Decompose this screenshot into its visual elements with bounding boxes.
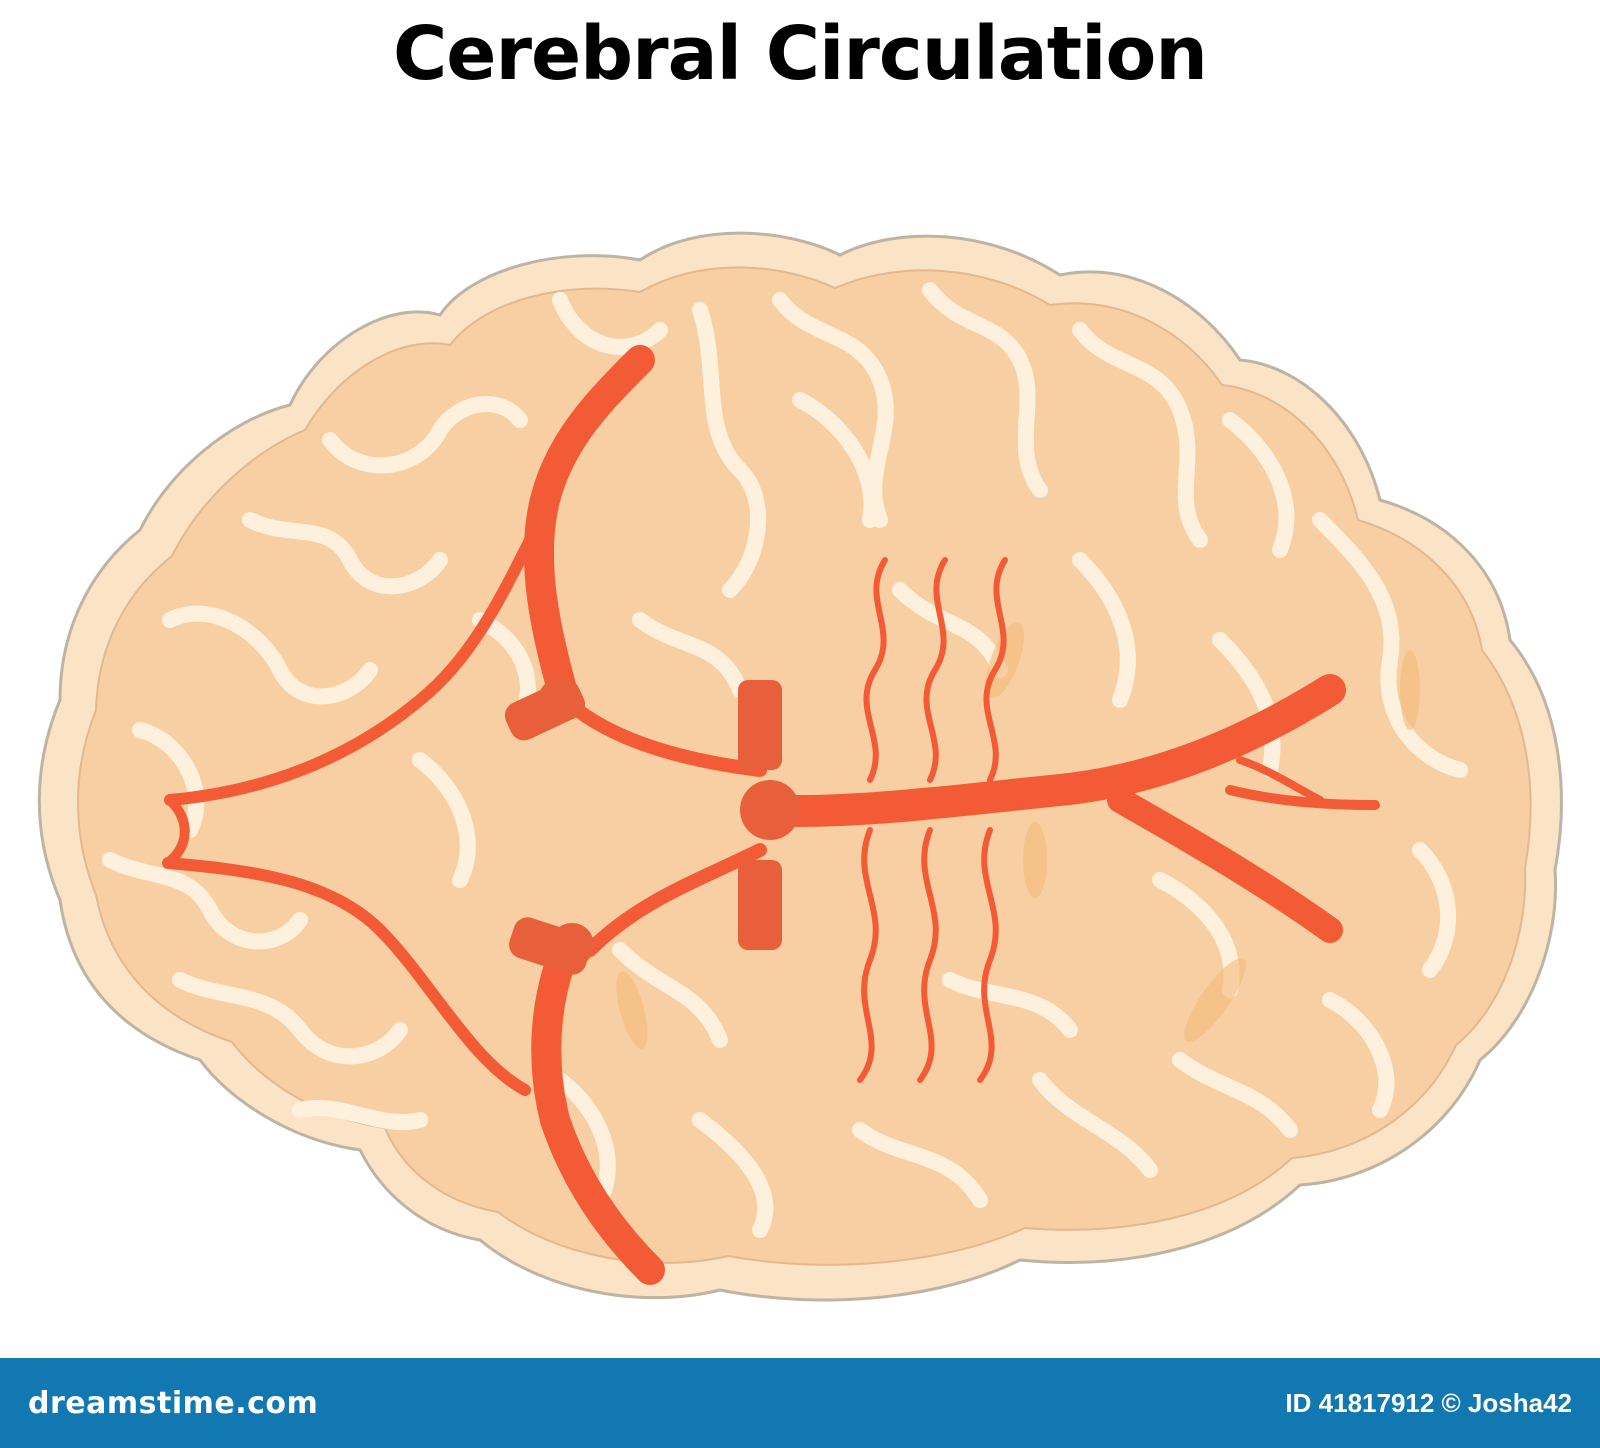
artery-junctions — [504, 678, 800, 975]
sulci — [102, 282, 1468, 1238]
upper-left-branch — [164, 534, 536, 806]
main-horizontal-trunk — [744, 674, 1346, 827]
lower-right-branch — [1107, 787, 1343, 943]
cortex-highlights — [616, 622, 1420, 1049]
lower-middle-branch — [583, 843, 767, 957]
brand-logo-text: dreamstime.com — [28, 1385, 319, 1421]
footer-bar: dreamstime.com ID 41817912 © Josha42 — [0, 1358, 1600, 1448]
center-lower-stub — [738, 860, 782, 950]
arteries — [162, 345, 1380, 1285]
lower-artery-trunk — [531, 935, 665, 1285]
brain-illustration — [37, 231, 1563, 1302]
diagram-title: Cerebral Circulation — [393, 11, 1208, 97]
cortex-surface — [77, 266, 1532, 1266]
center-upper-stub — [738, 680, 782, 770]
image-id-credit: ID 41817912 © Josha42 — [1285, 1387, 1572, 1418]
lower-left-branch — [162, 857, 531, 1096]
upper-middle-branch — [558, 693, 767, 777]
upper-artery-trunk — [523, 345, 655, 715]
perforating-arteries — [857, 557, 1008, 1083]
